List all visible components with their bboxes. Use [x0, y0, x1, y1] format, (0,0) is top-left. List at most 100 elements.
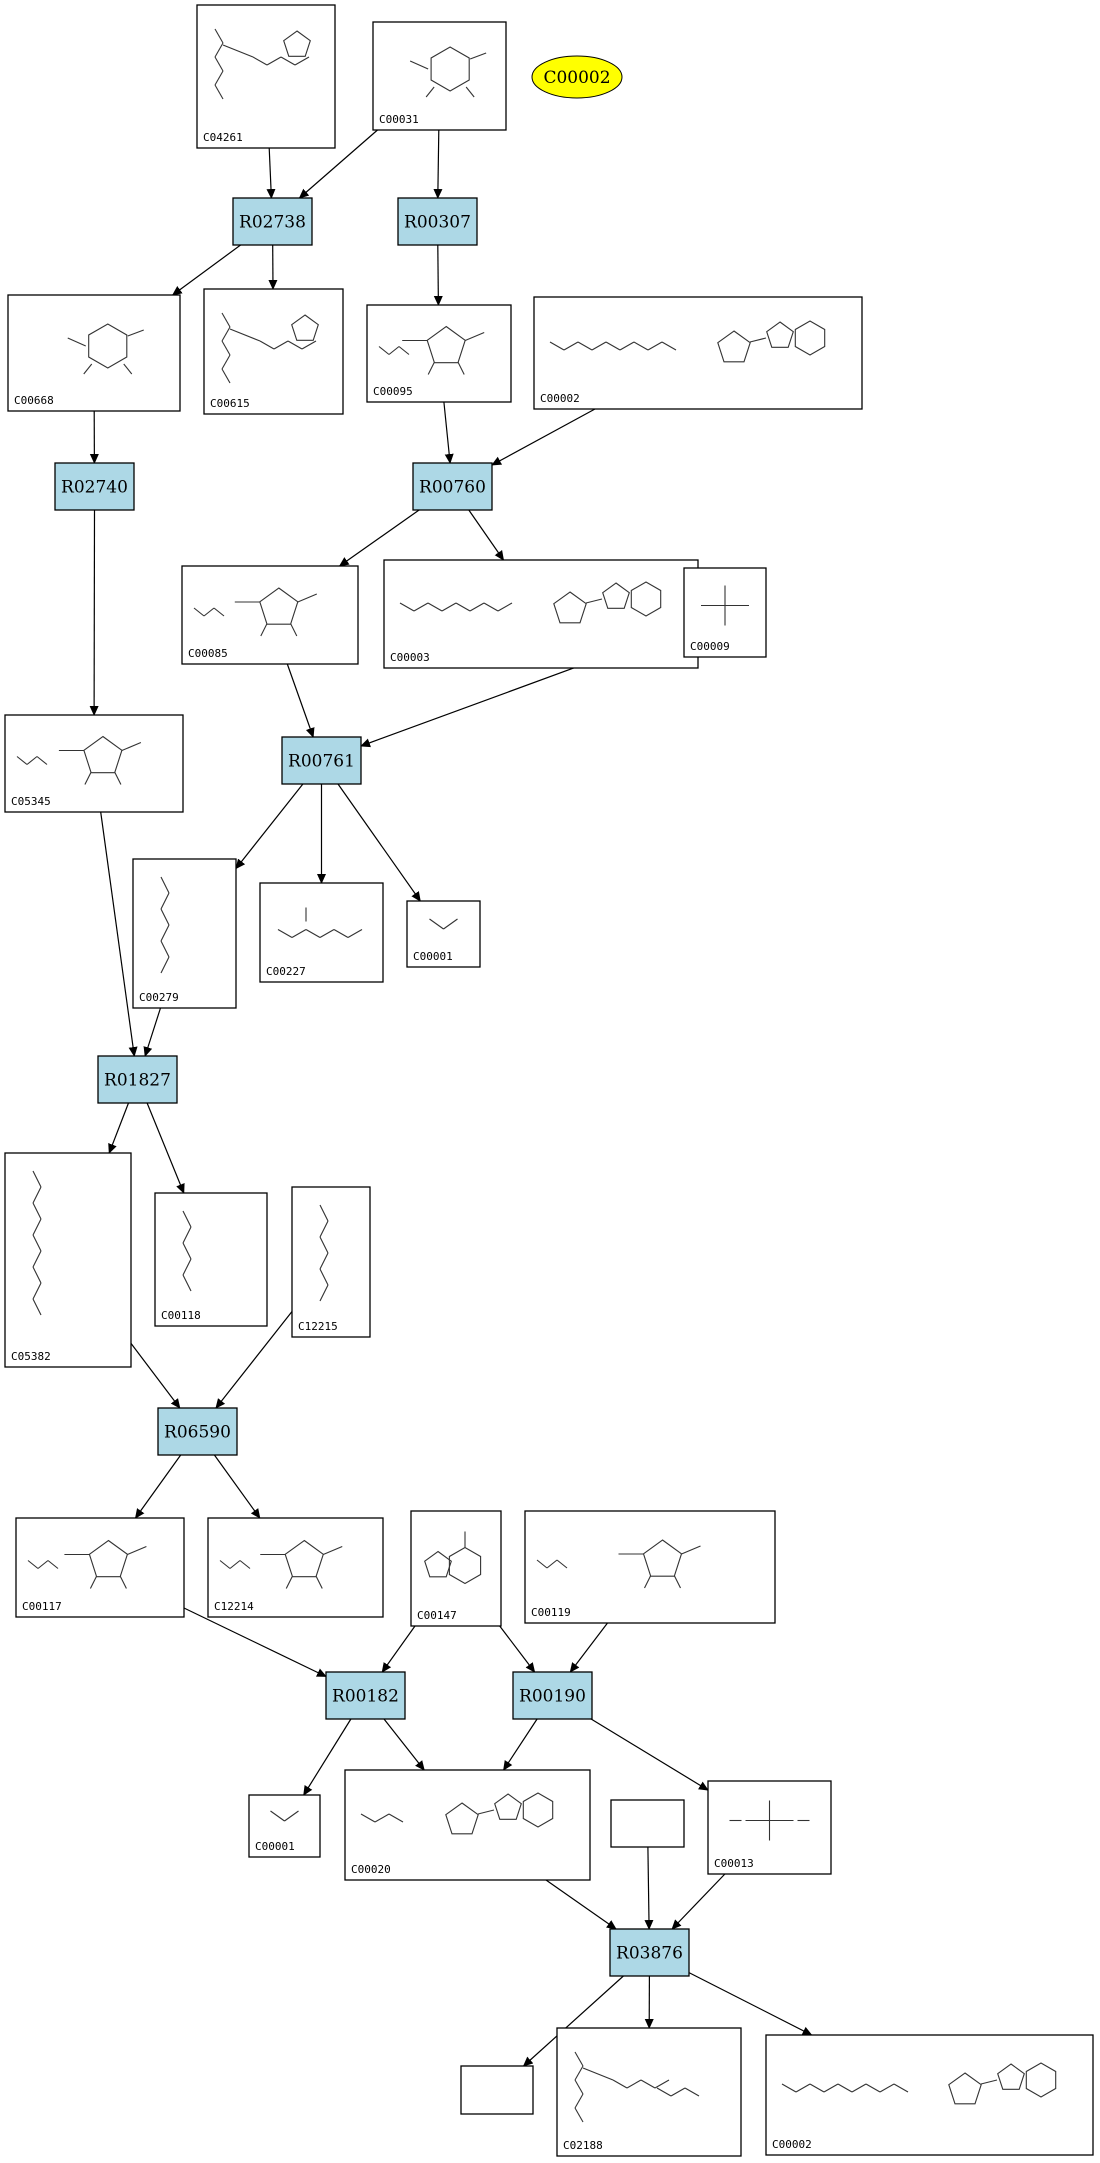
compound-box[interactable]: [154, 1192, 268, 1327]
compound-node-c00119[interactable]: C00119: [524, 1510, 776, 1624]
bond-glyph: [127, 1545, 147, 1556]
reaction-node-r01827[interactable]: R01827: [97, 1055, 178, 1104]
compound-node-c00031[interactable]: C00031: [372, 21, 507, 131]
compound-node-blank1[interactable]: [610, 1799, 685, 1848]
legend-compound-label: C00002: [543, 68, 610, 88]
compound-box[interactable]: [372, 21, 507, 131]
ring-glyph: [448, 1546, 482, 1585]
compound-node-c00002b[interactable]: C00002: [765, 2034, 1094, 2156]
compound-box[interactable]: [4, 714, 184, 813]
compound-node-c04261[interactable]: C04261: [196, 4, 336, 149]
compound-box[interactable]: [383, 559, 699, 669]
bond-glyph: [374, 1813, 390, 1823]
bond-glyph: [670, 2087, 686, 2097]
reaction-node-r02740[interactable]: R02740: [54, 462, 135, 511]
compound-node-c00615[interactable]: C00615: [203, 288, 344, 415]
compound-node-c05382[interactable]: C05382: [4, 1152, 132, 1368]
compound-box[interactable]: [460, 2065, 534, 2115]
reaction-label: R02738: [239, 213, 306, 233]
compound-box[interactable]: [181, 565, 359, 665]
compound-box[interactable]: [132, 858, 237, 1009]
compound-box[interactable]: [207, 1517, 384, 1618]
compound-node-c00118[interactable]: C00118: [154, 1192, 268, 1327]
bond-glyph: [182, 1210, 192, 1228]
bond-glyph: [319, 1268, 329, 1286]
compound-box[interactable]: [7, 294, 181, 412]
compound-node-c05345[interactable]: C05345: [4, 714, 184, 813]
compound-node-c00020[interactable]: C00020: [344, 1769, 591, 1881]
compound-box[interactable]: [4, 1152, 132, 1368]
reaction-box[interactable]: [397, 197, 478, 246]
compound-box[interactable]: [556, 2027, 742, 2157]
compound-node-c00668[interactable]: C00668: [7, 294, 181, 412]
edge-arrow: [337, 783, 421, 902]
compound-node-c00001b[interactable]: C00001: [248, 1794, 321, 1858]
compound-box[interactable]: [406, 900, 481, 968]
reaction-node-r02738[interactable]: R02738: [232, 197, 313, 246]
reaction-box[interactable]: [512, 1671, 593, 1720]
compound-node-blank2[interactable]: [460, 2065, 534, 2115]
legend-compound-ellipse[interactable]: [531, 55, 623, 99]
compound-node-c00009[interactable]: C00009: [683, 567, 767, 658]
compound-box[interactable]: [707, 1780, 832, 1875]
reaction-node-r00760[interactable]: R00760: [412, 462, 493, 511]
bond-glyph: [427, 362, 435, 375]
compound-node-c12215[interactable]: C12215: [291, 1186, 371, 1338]
reaction-box[interactable]: [609, 1928, 690, 1977]
compound-box[interactable]: [291, 1186, 371, 1338]
reaction-box[interactable]: [325, 1671, 406, 1720]
bond-glyph: [323, 1545, 343, 1556]
reaction-node-r03876[interactable]: R03876: [609, 1928, 690, 1977]
bond-glyph: [32, 1250, 42, 1268]
reaction-node-r06590[interactable]: R06590: [157, 1407, 238, 1456]
reaction-box[interactable]: [157, 1407, 238, 1456]
bond-glyph: [577, 341, 593, 351]
compound-node-c00003[interactable]: C00003: [383, 559, 699, 669]
compound-box[interactable]: [15, 1517, 185, 1618]
bond-glyph: [425, 86, 435, 98]
compound-node-c00279[interactable]: C00279: [132, 858, 237, 1009]
edge-arrow: [171, 244, 241, 296]
compound-box[interactable]: [344, 1769, 591, 1881]
compound-box[interactable]: [259, 882, 384, 983]
compound-box[interactable]: [248, 1794, 321, 1858]
bond-glyph: [333, 929, 349, 938]
compound-box[interactable]: [524, 1510, 776, 1624]
compound-node-c00227[interactable]: C00227: [259, 882, 384, 983]
reaction-box[interactable]: [54, 462, 135, 511]
reaction-node-r00761[interactable]: R00761: [281, 736, 362, 785]
reaction-node-r00190[interactable]: R00190: [512, 1671, 593, 1720]
compound-box[interactable]: [203, 288, 344, 415]
bond-glyph: [221, 312, 231, 328]
compound-node-c00085[interactable]: C00085: [181, 565, 359, 665]
reaction-box[interactable]: [281, 736, 362, 785]
bond-glyph: [160, 876, 170, 894]
bond-glyph: [32, 1186, 42, 1204]
reaction-node-r00307[interactable]: R00307: [397, 197, 478, 246]
reaction-node-r00182[interactable]: R00182: [325, 1671, 406, 1720]
bond-glyph: [612, 2079, 628, 2089]
reaction-box[interactable]: [97, 1055, 178, 1104]
compound-node-c00001a[interactable]: C00001: [406, 900, 481, 968]
ring-glyph: [794, 320, 826, 356]
compound-node-c00147[interactable]: C00147: [410, 1510, 502, 1627]
bond-glyph: [574, 2065, 584, 2081]
edge-arrow: [215, 1311, 293, 1409]
compound-node-c12214[interactable]: C12214: [207, 1517, 384, 1618]
bond-glyph: [360, 1813, 376, 1823]
compound-node-c00013[interactable]: C00013: [707, 1780, 832, 1875]
compound-node-c00002a[interactable]: C00002: [533, 296, 863, 410]
reaction-box[interactable]: [232, 197, 313, 246]
bond-glyph: [284, 1810, 299, 1822]
bond-glyph: [823, 2083, 839, 2093]
reaction-box[interactable]: [412, 462, 493, 511]
compound-box[interactable]: [196, 4, 336, 149]
compound-node-c00117[interactable]: C00117: [15, 1517, 185, 1618]
compound-box[interactable]: [410, 1510, 502, 1627]
compound-node-c02188[interactable]: C02188: [556, 2027, 742, 2157]
compound-node-c00095[interactable]: C00095: [366, 304, 512, 403]
compound-id-label: C00001: [255, 1840, 295, 1853]
ring-glyph: [522, 1792, 554, 1828]
bond-glyph: [837, 2083, 853, 2093]
compound-box[interactable]: [610, 1799, 685, 1848]
